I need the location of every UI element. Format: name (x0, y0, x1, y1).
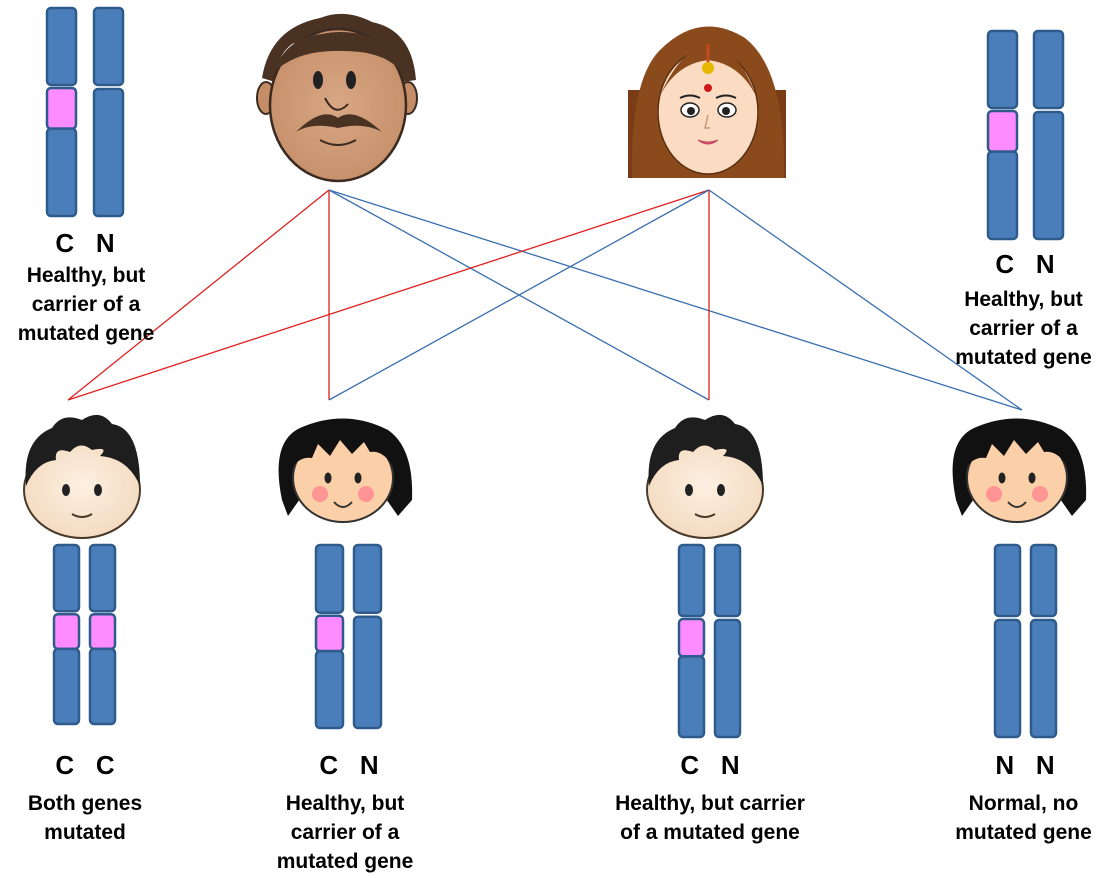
father-allele-2: N (95, 228, 115, 258)
father-chromosome-1-mutation-band (45, 86, 78, 130)
mother-allele-1: C (995, 249, 1015, 279)
father-face-icon (256, 13, 418, 183)
child4-allele-2: N (1035, 750, 1055, 780)
child1-chromosome-1-upper-arm (52, 543, 81, 613)
child2-desc-line-1: Healthy, but (285, 792, 405, 815)
child1-chromosome-2-upper-arm (88, 543, 117, 613)
father-C-to-child1 (67, 189, 330, 401)
father-description: Healthy, but carrier of a mutated gene (0, 261, 172, 348)
mother-chromosome-1-upper-arm (986, 29, 1019, 110)
child1-desc-line-1: Both genes (27, 792, 143, 815)
child4-girl-face-icon (952, 418, 1087, 523)
mother-desc-line-3: mutated gene (955, 346, 1092, 369)
child4-allele-1: N (995, 750, 1015, 780)
child1-allele-1: C (55, 750, 75, 780)
child2-allele-1: C (319, 750, 339, 780)
child4-chromosome-2-upper-arm (1029, 543, 1058, 618)
child1-chromosome-pair (52, 543, 117, 726)
father-chromosome-2-lower-arm (92, 87, 125, 218)
child1-chromosome-2-mutation-band (88, 612, 117, 651)
father-chromosome-2-upper-arm (92, 6, 125, 87)
inheritance-lines (67, 189, 1023, 411)
child2-chromosome-1-upper-arm (314, 543, 345, 614)
child3-desc-line-1: Healthy, but carrier (615, 792, 805, 815)
child1-chromosome-1-mutation-band (52, 612, 81, 651)
child3-chromosome-1-upper-arm (677, 543, 706, 618)
father-chromosome-pair (45, 6, 125, 218)
child2-chromosome-2-lower-arm (352, 615, 383, 730)
child4-chromosome-1-upper-arm (993, 543, 1022, 618)
mother-N-to-child2 (328, 189, 710, 401)
child3-allele-2: N (720, 750, 740, 780)
child3-chromosome-2-upper-arm (713, 543, 742, 618)
father-desc-line-1: Healthy, but (26, 264, 146, 287)
child3-chromosome-pair (677, 543, 742, 739)
child2-desc-line-3: mutated gene (276, 850, 414, 873)
mother-chromosome-2-upper-arm (1032, 29, 1065, 110)
child1-genotype: C C (30, 750, 140, 781)
child2-chromosome-1-mutation-band (314, 614, 345, 653)
father-genotype: C N (30, 228, 140, 259)
mother-allele-2: N (1035, 249, 1055, 279)
father-N-to-child4 (328, 189, 1023, 411)
child3-chromosome-1-lower-arm (677, 655, 706, 739)
father-desc-line-2: carrier of a (31, 293, 141, 316)
mother-C-to-child1 (67, 189, 710, 401)
mother-chromosome-pair (986, 29, 1065, 241)
child2-genotype: C N (294, 750, 404, 781)
child2-desc-line-2: carrier of a (290, 821, 400, 844)
child3-desc-line-2: of a mutated gene (620, 821, 800, 844)
chromosome-pairs (45, 6, 1065, 739)
child1-allele-2: C (95, 750, 115, 780)
child4-chromosome-1-lower-arm (993, 618, 1022, 739)
mother-N-to-child4 (708, 189, 1023, 411)
child3-genotype: C N (655, 750, 765, 781)
mother-desc-line-2: carrier of a (969, 317, 1078, 340)
child3-description: Healthy, but carrier of a mutated gene (590, 789, 830, 847)
child1-boy-face-icon (23, 414, 141, 539)
mother-chromosome-1-lower-arm (986, 150, 1019, 241)
child4-genotype: N N (970, 750, 1080, 781)
child2-allele-2: N (359, 750, 379, 780)
child1-description: Both genes mutated (0, 789, 170, 847)
mother-desc-line-1: Healthy, but (964, 288, 1083, 311)
father-chromosome-1-upper-arm (45, 6, 78, 87)
child4-chromosome-2-lower-arm (1029, 618, 1058, 739)
mother-chromosome-1-mutation-band (986, 109, 1019, 153)
child4-desc-line-2: mutated gene (955, 821, 1092, 844)
child3-chromosome-2-lower-arm (713, 618, 742, 739)
mother-description: Healthy, but carrier of a mutated gene (940, 285, 1107, 372)
child3-boy-face-icon (646, 414, 764, 539)
child3-chromosome-1-mutation-band (677, 617, 706, 658)
child2-chromosome-pair (314, 543, 383, 730)
child1-chromosome-1-lower-arm (52, 647, 81, 726)
child4-chromosome-pair (993, 543, 1058, 739)
mother-genotype: C N (970, 249, 1080, 280)
child1-chromosome-2-lower-arm (88, 647, 117, 726)
child1-desc-line-2: mutated (44, 821, 126, 844)
mother-face-icon (628, 26, 786, 179)
father-desc-line-3: mutated gene (17, 322, 155, 345)
child2-girl-face-icon (278, 418, 413, 523)
father-allele-1: C (55, 228, 75, 258)
child4-description: Normal, no mutated gene (940, 789, 1107, 847)
child4-desc-line-1: Normal, no (968, 792, 1079, 815)
mother-chromosome-2-lower-arm (1032, 110, 1065, 241)
child2-description: Healthy, but carrier of a mutated gene (259, 789, 431, 876)
child2-chromosome-2-upper-arm (352, 543, 383, 614)
child3-allele-1: C (680, 750, 700, 780)
father-chromosome-1-lower-arm (45, 127, 78, 218)
child2-chromosome-1-lower-arm (314, 649, 345, 730)
